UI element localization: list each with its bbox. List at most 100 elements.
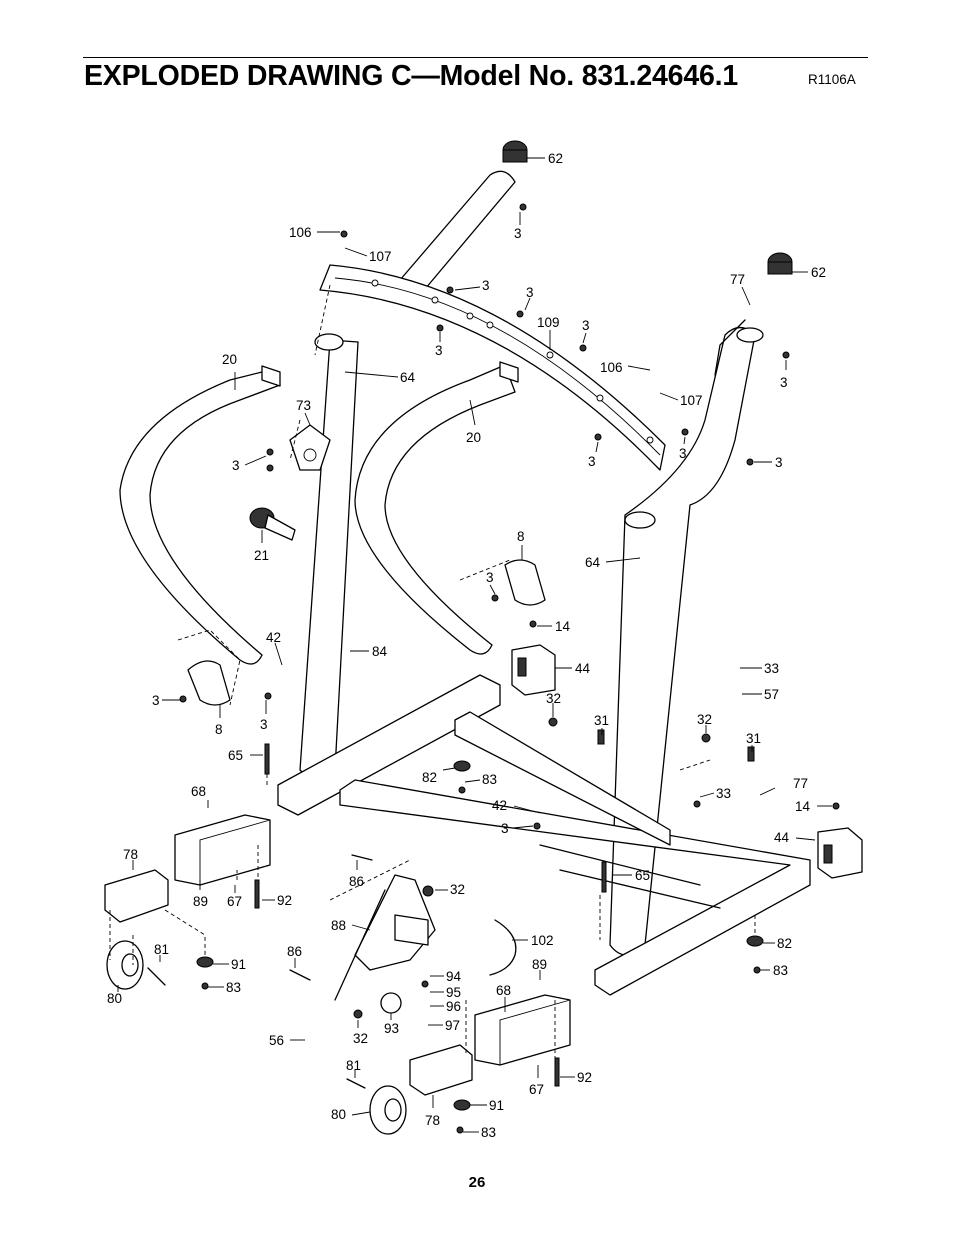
svg-text:95: 95 [446,985,461,1000]
callout: 81 [346,1058,361,1078]
svg-text:31: 31 [746,731,761,746]
svg-text:92: 92 [277,893,292,908]
callout: 88 [331,918,371,933]
callout: 44 [774,830,816,845]
svg-text:8: 8 [517,529,525,544]
svg-text:88: 88 [331,918,346,933]
pivot-cover-left [511,644,556,696]
callout: 95 [430,985,461,1000]
callout: 32 [435,882,465,897]
callout: 78 [425,1095,440,1128]
svg-text:42: 42 [266,630,281,645]
svg-text:32: 32 [353,1031,368,1046]
svg-text:3: 3 [232,458,240,473]
svg-text:33: 33 [764,661,779,676]
svg-text:77: 77 [730,272,745,287]
callout: 42 [492,798,541,814]
svg-text:3: 3 [501,821,509,836]
callout: 106 [289,225,340,240]
callout: 3 [435,332,443,358]
callout: 65 [228,748,263,763]
svg-text:84: 84 [372,644,388,659]
callout: 94 [430,969,462,984]
svg-text:14: 14 [555,619,571,634]
svg-text:31: 31 [594,713,609,728]
svg-text:67: 67 [227,894,242,909]
callout: 97 [428,1018,460,1033]
bracket-73 [289,424,331,471]
svg-text:83: 83 [481,1125,496,1140]
wheel-left [106,940,144,990]
svg-text:20: 20 [466,430,481,445]
callout: 109 [537,315,560,350]
callout: 64 [585,555,641,570]
svg-text:44: 44 [774,830,790,845]
callout: 32 [353,1020,368,1046]
callout: 3 [780,360,788,390]
callout: 14 [795,799,832,814]
svg-text:97: 97 [445,1018,460,1033]
callout: 33 [740,661,779,676]
callout: 3 [454,278,490,293]
cover-left [187,660,231,706]
callout: 82 [422,767,456,785]
svg-text:44: 44 [575,661,591,676]
callout: 107 [659,392,703,408]
svg-text:107: 107 [369,249,392,264]
callout: 93 [384,1013,399,1036]
callout: 3 [486,570,496,595]
svg-text:3: 3 [514,226,522,241]
svg-text:3: 3 [780,375,788,390]
svg-text:56: 56 [269,1033,284,1048]
callout: 84 [350,644,388,659]
drawing-code: R1106A [808,72,856,87]
wire-harness [489,919,517,976]
callout: 8 [517,529,525,560]
svg-text:62: 62 [548,151,563,166]
callout: 62 [792,265,826,280]
callout: 73 [296,398,311,426]
page-title: EXPLODED DRAWING C—Model No. 831.24646.1 [84,60,738,92]
upper-left-pole [399,170,516,296]
page-number: 26 [468,1174,486,1191]
callout: 31 [746,731,761,752]
callout: 68 [496,983,511,1012]
svg-text:80: 80 [107,991,122,1006]
end-cap-left [502,140,528,163]
svg-text:57: 57 [764,687,779,702]
svg-text:92: 92 [577,1070,592,1085]
header-rule [83,57,868,58]
leg-tube-right [474,994,571,1066]
svg-text:91: 91 [489,1098,504,1113]
svg-text:3: 3 [582,318,590,333]
callout: 21 [254,530,269,563]
svg-text:62: 62 [811,265,826,280]
svg-text:32: 32 [546,691,561,706]
end-cap-right [767,252,793,275]
left-handrail [119,365,281,665]
callout: 80 [331,1107,371,1122]
svg-text:3: 3 [260,717,268,732]
callout: 3 [582,318,590,344]
svg-text:42: 42 [492,798,507,813]
foot-cover-left [104,869,169,923]
svg-text:89: 89 [532,957,547,972]
svg-text:78: 78 [425,1113,440,1128]
svg-text:109: 109 [537,315,560,330]
callout: 3 [501,821,534,836]
right-handrail [354,361,519,655]
svg-text:67: 67 [529,1082,544,1097]
callout: 77 [730,272,751,306]
svg-text:77: 77 [793,776,808,791]
callout: 20 [466,399,481,445]
callout: 86 [349,860,364,889]
callout: 3 [524,285,534,311]
callout: 3 [754,455,783,470]
svg-text:32: 32 [697,712,712,727]
callout: 64 [344,370,416,385]
svg-text:81: 81 [346,1058,361,1073]
callout: 3 [232,455,267,473]
callout: 65 [612,868,650,883]
pivot-cover-right [817,827,863,879]
wheel-right [369,1085,407,1135]
